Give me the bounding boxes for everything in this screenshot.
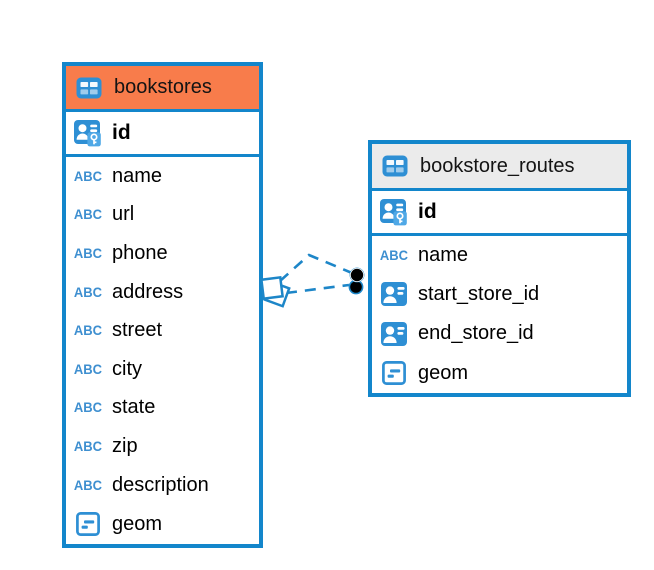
column-row[interactable]: ABC description <box>66 465 259 505</box>
column-row[interactable]: ABC phone <box>66 234 259 273</box>
text-type-icon: ABC <box>73 477 103 493</box>
primary-key-icon <box>379 199 409 226</box>
column-row[interactable]: geom <box>372 353 627 393</box>
column-row[interactable]: start_store_id <box>372 274 627 314</box>
column-row[interactable]: ABC street <box>66 311 259 350</box>
table-title: bookstore_routes <box>420 154 575 177</box>
geometry-type-icon <box>379 361 409 385</box>
column-row[interactable]: ABC name <box>66 157 259 196</box>
text-type-icon: ABC <box>73 322 103 339</box>
column-row[interactable]: ABC city <box>66 349 259 389</box>
geometry-type-icon <box>73 512 103 536</box>
column-row[interactable]: ABC address <box>66 272 259 312</box>
table-icon <box>74 77 104 99</box>
text-type-icon: ABC <box>73 207 103 223</box>
column-name: state <box>112 396 156 419</box>
column-row-pk[interactable]: id <box>66 112 259 157</box>
text-type-icon: ABC <box>73 245 103 262</box>
text-type-icon: ABC <box>73 284 103 300</box>
text-type-icon: ABC <box>73 361 103 378</box>
column-name: end_store_id <box>418 322 534 345</box>
column-name: id <box>418 200 437 223</box>
column-name: url <box>112 203 135 226</box>
table-title: bookstores <box>114 76 212 98</box>
column-row[interactable]: ABC url <box>66 195 259 235</box>
reference-type-icon <box>379 322 409 346</box>
column-name: id <box>112 121 131 144</box>
column-name: city <box>112 357 142 380</box>
table-bookstores-header[interactable]: bookstores <box>66 66 259 112</box>
primary-key-icon <box>73 120 103 147</box>
column-row[interactable]: geom <box>66 504 259 544</box>
column-name: geom <box>112 512 163 535</box>
text-type-icon: ABC <box>73 438 103 455</box>
relationship-line-lower[interactable] <box>285 283 350 295</box>
relationship-line-upper[interactable] <box>279 253 353 282</box>
target-marker-dots <box>348 267 365 295</box>
column-name: geom <box>418 361 469 384</box>
column-name: phone <box>112 241 168 264</box>
column-name: zip <box>112 434 138 457</box>
text-type-icon: ABC <box>73 399 103 416</box>
table-bookstore-routes-header[interactable]: bookstore_routes <box>372 144 627 191</box>
reference-type-icon <box>379 282 409 306</box>
column-row[interactable]: ABC name <box>372 236 627 275</box>
column-row-pk[interactable]: id <box>372 191 627 236</box>
table-icon <box>380 155 410 177</box>
text-type-icon: ABC <box>73 168 103 185</box>
column-name: name <box>418 243 469 266</box>
column-name: address <box>112 280 184 303</box>
column-name: start_store_id <box>418 282 540 305</box>
column-row[interactable]: ABC state <box>66 388 259 428</box>
table-bookstore-routes[interactable]: bookstore_routes id ABC name start_store… <box>368 140 631 397</box>
column-row[interactable]: end_store_id <box>372 314 627 354</box>
table-bookstores[interactable]: bookstores id ABC name ABC url ABC phone… <box>62 62 263 548</box>
column-row[interactable]: ABC zip <box>66 427 259 466</box>
column-name: description <box>112 473 209 496</box>
source-marker-squares <box>260 276 291 308</box>
column-name: name <box>112 164 163 187</box>
text-type-icon: ABC <box>379 247 409 264</box>
column-name: street <box>112 319 163 342</box>
